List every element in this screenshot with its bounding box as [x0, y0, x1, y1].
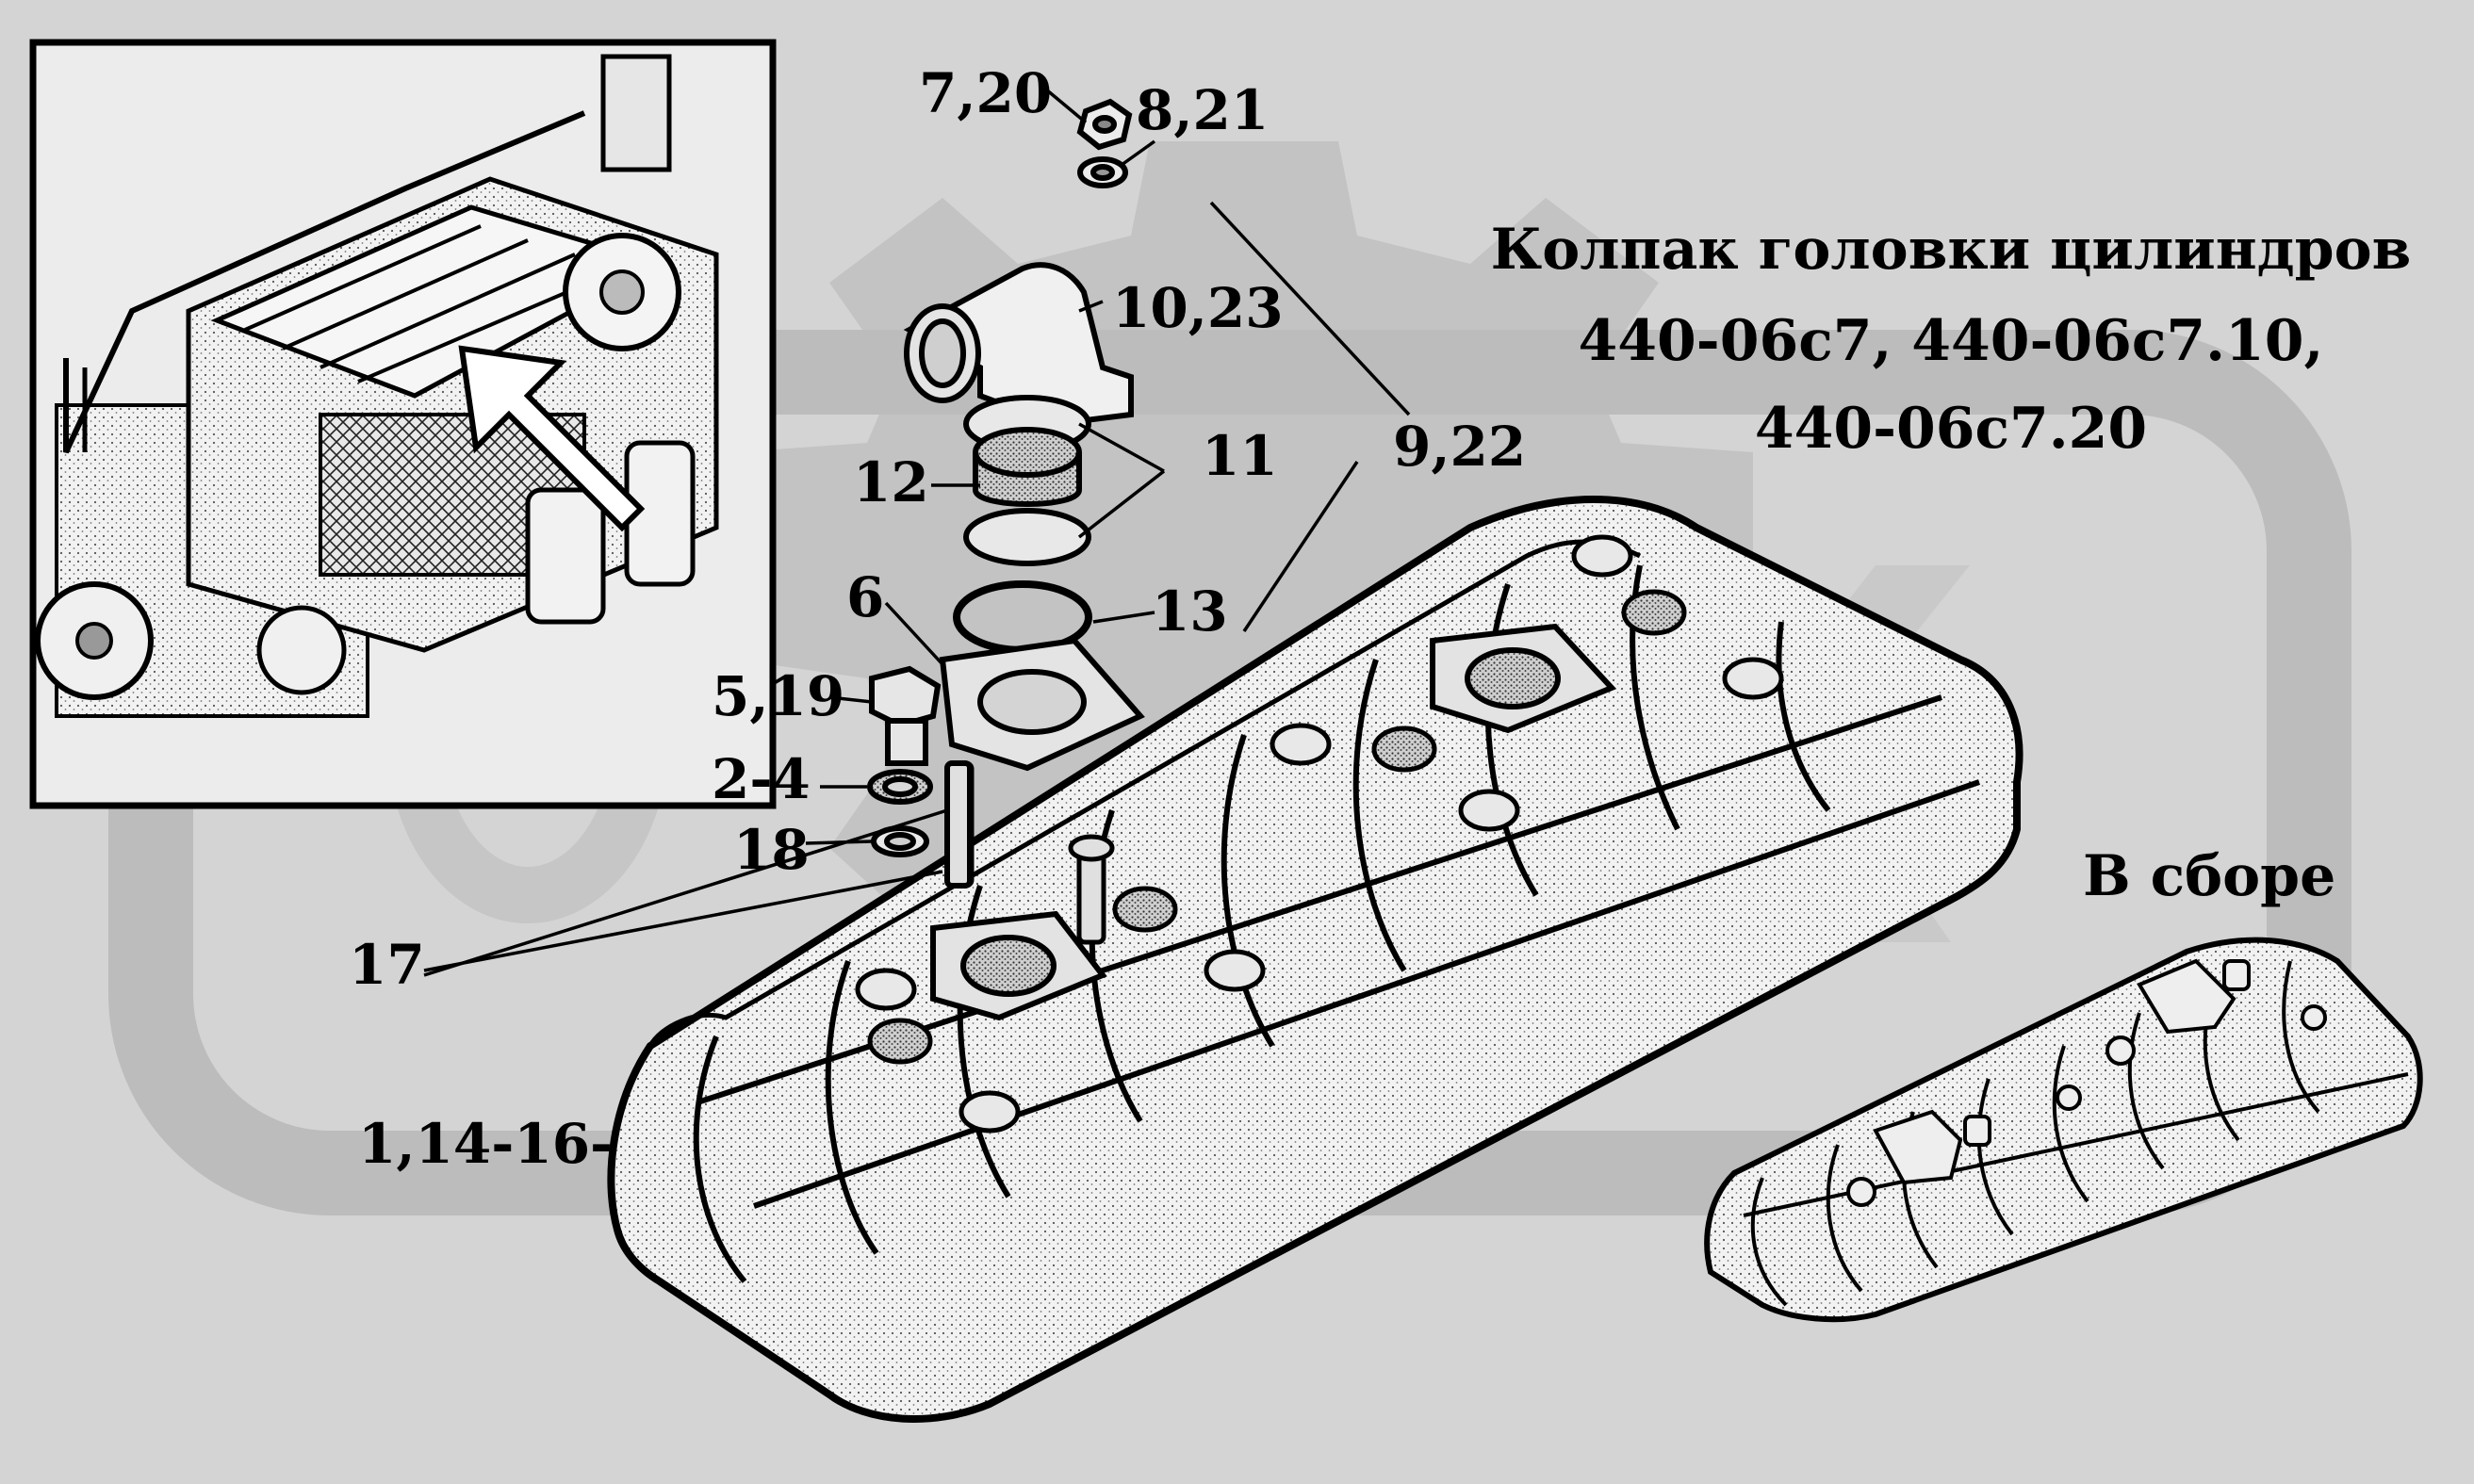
callout-18: 18 [733, 818, 810, 882]
callout-5-19: 5,19 [712, 664, 845, 728]
callout-1-14-16: 1,14-16- [358, 1112, 614, 1176]
callout-17: 17 [349, 933, 425, 997]
title-line-2: 440-06с7, 440-06с7.10, [1578, 308, 2324, 374]
leader-lines [423, 88, 1411, 977]
callout-9-22: 9,22 [1393, 415, 1527, 479]
valve-cover-assembled [1704, 937, 2423, 1323]
callout-10-23: 10,23 [1112, 276, 1284, 340]
callout-13: 13 [1152, 579, 1228, 644]
callout-11: 11 [1202, 424, 1278, 488]
engine-inset [29, 39, 777, 809]
callout-12: 12 [853, 450, 929, 514]
assembled-label: В сборе [2083, 843, 2336, 909]
title-line-3: 440-06с7.20 [1754, 396, 2148, 462]
callout-8-21: 8,21 [1136, 78, 1270, 142]
inset-arrow-icon [458, 345, 646, 532]
title-line-1: Колпак головки цилиндров [1490, 217, 2412, 283]
callout-2-4: 2-4 [712, 747, 811, 811]
valve-cover-main [607, 496, 2023, 1424]
exploded-parts [867, 98, 1145, 889]
title-block: Колпак головки цилиндров 440-06с7, 440-0… [1451, 221, 2450, 466]
callout-7-20: 7,20 [919, 61, 1053, 125]
callout-6: 6 [846, 565, 885, 629]
